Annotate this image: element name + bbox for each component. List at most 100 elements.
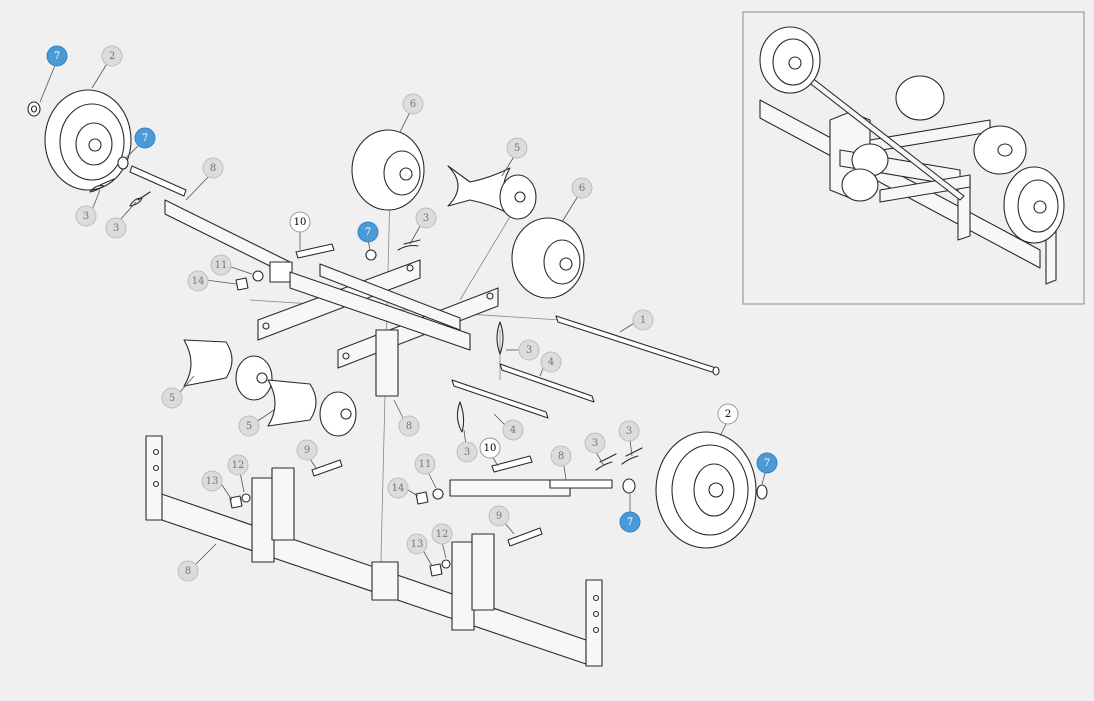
roller-6-right-hub: [559, 257, 573, 271]
callout-label: 5: [169, 393, 175, 404]
leader-5: [119, 201, 137, 221]
part-callout-5: 5: [506, 137, 528, 159]
callout-circle: [289, 211, 311, 233]
callout-label: 3: [592, 438, 598, 449]
leader-2: [91, 61, 109, 89]
leader-27: [427, 471, 437, 489]
part-callout-4: 4: [502, 419, 524, 441]
callout-circle: [201, 470, 223, 492]
part-callout-2: 2: [717, 403, 739, 425]
roller-6-top-hub: [399, 167, 413, 181]
part-callout-3: 3: [415, 207, 437, 229]
axle-arm-lower-tube: [449, 479, 571, 497]
leader-36: [441, 541, 447, 559]
part-callout-8: 8: [202, 157, 224, 179]
callout-label: 13: [206, 476, 219, 487]
frame-hole-3: [342, 352, 350, 360]
part-callout-3: 3: [456, 441, 478, 463]
callout-circle: [134, 127, 156, 149]
inset-view: [742, 11, 1085, 305]
roller-5-mid-face: [319, 391, 357, 437]
washer-12-left: [241, 493, 251, 503]
shafts: [451, 315, 720, 433]
part-callout-10: 10: [289, 211, 311, 233]
pin-3-lower-a: [595, 453, 617, 471]
callout-label: 8: [185, 566, 191, 577]
rollers-top: [351, 129, 585, 299]
callout-circle: [387, 477, 409, 499]
part-callout-9: 9: [488, 505, 510, 527]
rear-bracket-mid: [371, 561, 399, 601]
inset-roller-2: [973, 125, 1027, 175]
callout-circle: [161, 387, 183, 409]
leader-9: [561, 195, 579, 223]
pin-3b: [129, 191, 151, 207]
nut-14-upper: [235, 277, 249, 291]
leader-19: [255, 409, 275, 423]
washer-left-outer: [27, 101, 41, 117]
callout-circle: [177, 560, 199, 582]
frame-post: [375, 329, 399, 397]
callout-circle: [717, 403, 739, 425]
part-callout-11: 11: [210, 254, 232, 276]
callout-circle: [502, 419, 524, 441]
callout-circle: [101, 45, 123, 67]
callout-label: 9: [496, 511, 502, 522]
nut-13-right: [429, 563, 443, 577]
callout-label: 2: [725, 409, 731, 420]
part-callout-10: 10: [479, 437, 501, 459]
pin-3-lower-b: [621, 447, 643, 465]
bolt-9-left: [311, 459, 343, 477]
callout-circle: [402, 93, 424, 115]
pin-3a: [89, 178, 115, 193]
part-callout-8: 8: [550, 445, 572, 467]
roller-5-top-hub: [514, 191, 526, 203]
axle-arm-upper-end: [269, 261, 293, 283]
callout-label: 13: [411, 539, 424, 550]
callout-label: 10: [484, 443, 497, 454]
leader-28: [407, 489, 419, 497]
post-hole-4: [592, 594, 600, 602]
callout-circle: [210, 254, 232, 276]
leader-31: [629, 439, 633, 457]
callout-label: 8: [406, 421, 412, 432]
callout-circle: [632, 309, 654, 331]
callout-label: 1: [640, 315, 646, 326]
part-callout-3: 3: [105, 217, 127, 239]
part-callout-11: 11: [414, 453, 436, 475]
part-callout-7: 7: [756, 452, 778, 474]
post-hole-2: [152, 464, 160, 472]
callout-label: 3: [626, 426, 632, 437]
pin-3-lower: [456, 401, 465, 433]
washer-12-right: [441, 559, 451, 569]
callout-label: 14: [192, 276, 205, 287]
roller-6-top: [351, 129, 425, 211]
callout-circle: [479, 437, 501, 459]
callout-circle: [414, 453, 436, 475]
callout-circle: [46, 45, 68, 67]
axle-arm-lower: [415, 447, 643, 505]
pin-3-shaft: [496, 321, 504, 355]
leader-37: [423, 551, 433, 567]
callout-label: 8: [558, 451, 564, 462]
washer-7-lower: [622, 478, 636, 494]
callout-circle: [296, 439, 318, 461]
callout-circle: [756, 452, 778, 474]
nut-13-left: [229, 495, 243, 509]
leader-lines: [39, 61, 767, 567]
leader-13: [227, 265, 253, 275]
callout-label: 14: [392, 483, 405, 494]
callout-label: 5: [514, 143, 520, 154]
callout-circle: [618, 420, 640, 442]
callout-label: 10: [294, 217, 307, 228]
callout-circle: [540, 351, 562, 373]
part-callout-9: 9: [296, 439, 318, 461]
rear-post-4: [451, 541, 475, 631]
nut-14-lower: [415, 491, 429, 505]
callout-label: 4: [548, 357, 554, 368]
wheel-right-tread: [671, 444, 749, 536]
callout-label: 7: [627, 517, 633, 528]
part-callout-8: 8: [177, 560, 199, 582]
